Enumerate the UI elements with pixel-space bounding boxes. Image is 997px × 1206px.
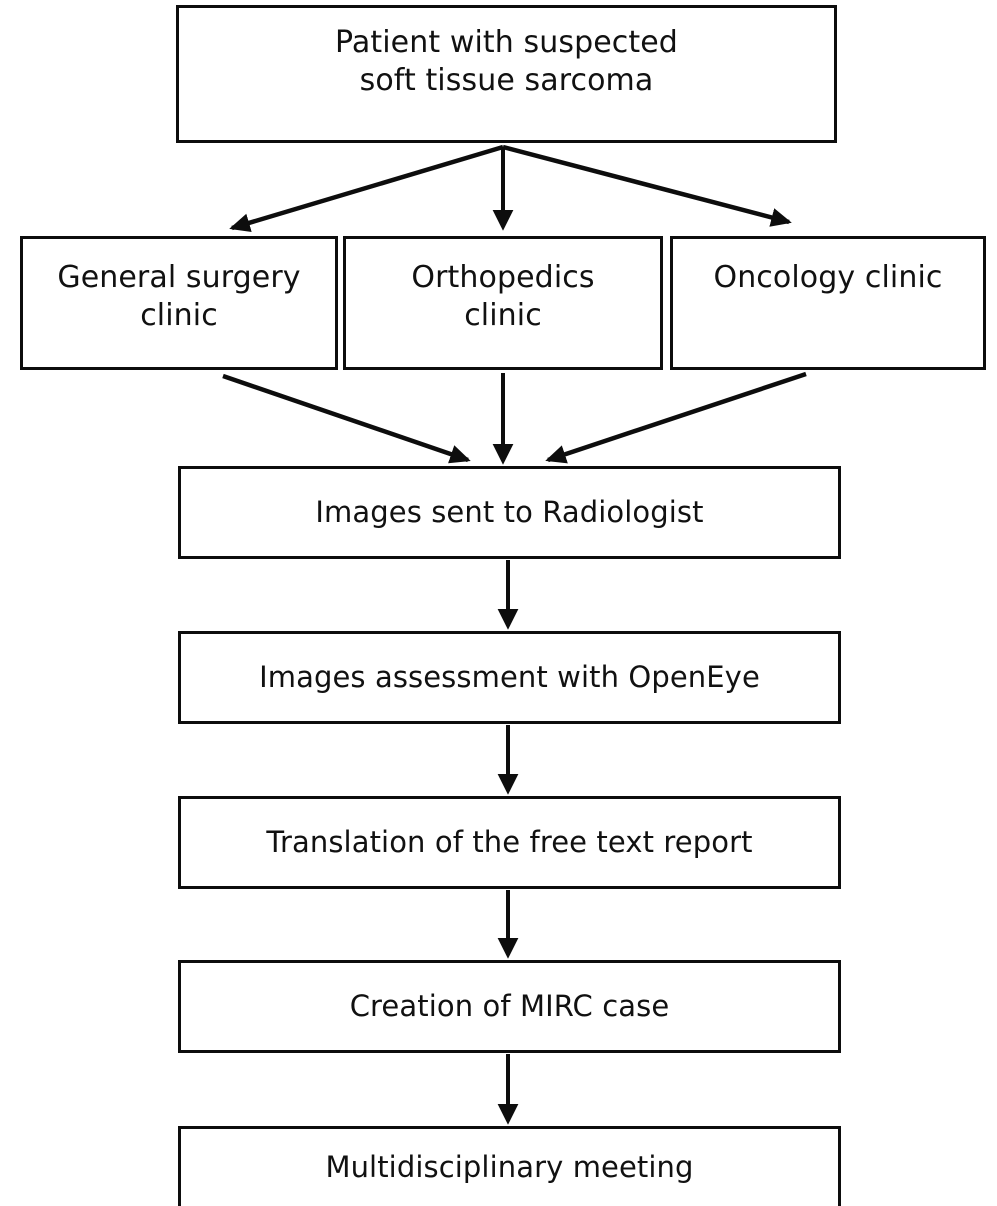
node-images-sent-to-radiologist: Images sent to Radiologist: [178, 466, 841, 559]
node-label: Images sent to Radiologist: [315, 494, 704, 529]
edge-onco-to-radiologist: [545, 371, 807, 464]
node-label: Creation of MIRC case: [349, 988, 670, 1023]
node-general-surgery-clinic: General surgery clinic: [20, 236, 338, 370]
node-orthopedics-clinic: Orthopedics clinic: [343, 236, 663, 370]
node-patient-with-suspected-soft-tissue-sarcoma: Patient with suspected soft tissue sarco…: [176, 5, 837, 143]
node-label: Translation of the free text report: [266, 824, 753, 859]
node-label: Oncology clinic: [713, 260, 943, 295]
node-creation-of-mirc-case: Creation of MIRC case: [178, 960, 841, 1053]
node-label: Multidisciplinary meeting: [325, 1150, 694, 1184]
node-translation-of-the-free-text-report: Translation of the free text report: [178, 796, 841, 889]
node-label: Orthopedics clinic: [411, 260, 595, 334]
node-multidisciplinary-meeting: Multidisciplinary meeting: [178, 1126, 841, 1206]
node-label: Images assessment with OpenEye: [259, 659, 760, 694]
edge-gensurg-to-radiologist: [222, 373, 471, 464]
edge-top-to-onco: [502, 144, 792, 227]
node-oncology-clinic: Oncology clinic: [670, 236, 986, 370]
node-images-assessment-with-openeye: Images assessment with OpenEye: [178, 631, 841, 724]
edge-top-to-gensurg: [229, 144, 504, 233]
node-label: Patient with suspected soft tissue sarco…: [335, 25, 678, 99]
node-label: General surgery clinic: [57, 260, 301, 334]
